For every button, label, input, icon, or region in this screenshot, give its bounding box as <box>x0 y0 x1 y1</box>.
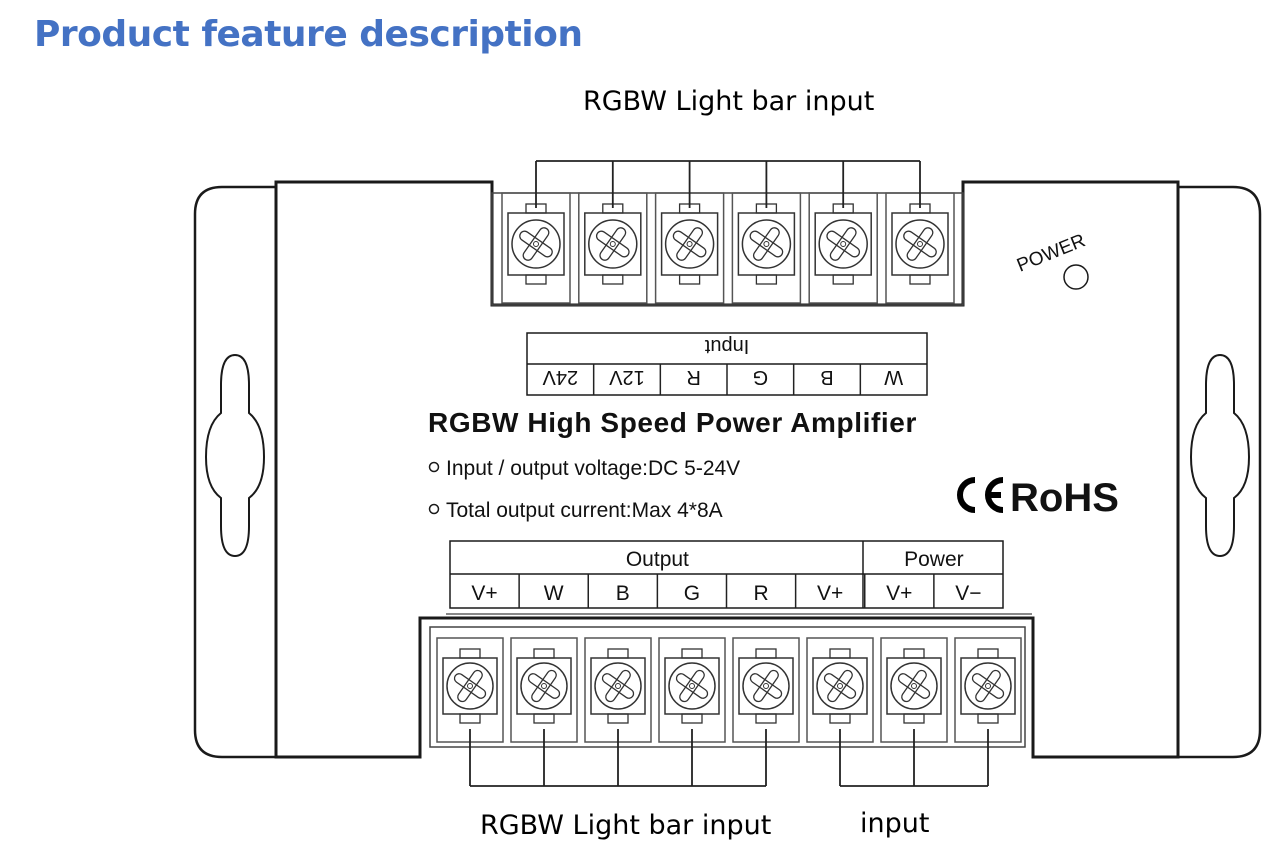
input-column-label: 24V <box>542 366 578 388</box>
top-terminal <box>808 192 878 304</box>
screw-icon <box>520 662 568 710</box>
output-column-label: B <box>616 582 630 605</box>
ce-mark-icon <box>957 477 1004 513</box>
bottom-terminal <box>510 637 578 743</box>
power-led-label: POWER <box>1014 230 1088 276</box>
input-column-label: B <box>820 366 833 388</box>
output-group-label: Output <box>626 548 689 571</box>
bottom-wire-group <box>469 729 767 787</box>
bottom-terminal <box>732 637 800 743</box>
screw-icon <box>741 219 792 269</box>
bullet-icon <box>428 461 440 473</box>
bottom-terminal-row <box>436 637 1022 743</box>
spec-voltage: Input / output voltage:DC 5-24V <box>446 457 740 480</box>
input-column-label: G <box>753 366 769 388</box>
output-column-label: G <box>684 582 700 605</box>
rohs-mark: RoHS <box>1010 476 1119 520</box>
top-terminal <box>885 192 955 304</box>
top-terminal <box>654 192 725 304</box>
top-connector-caption: RGBW Light bar input <box>583 86 875 117</box>
bottom-wire-group <box>839 729 989 787</box>
top-terminal-block <box>491 192 964 306</box>
spec-current: Total output current:Max 4*8A <box>446 499 723 522</box>
bottom-terminal-block <box>429 626 1026 748</box>
output-group-label: Power <box>904 548 964 571</box>
bullet-icon <box>428 503 440 515</box>
output-column-label: V+ <box>471 582 497 605</box>
bottom-terminal <box>436 637 504 743</box>
input-table-header: Input <box>704 335 749 357</box>
bottom-bus-wires <box>469 729 989 787</box>
output-column-label: W <box>544 582 564 605</box>
bottom-terminal <box>658 637 726 743</box>
screw-icon <box>818 219 868 269</box>
screw-icon <box>742 662 790 710</box>
device-name: RGBW High Speed Power Amplifier <box>428 407 917 438</box>
bottom-terminal <box>806 637 874 743</box>
right-mounting-flange <box>1178 185 1262 759</box>
screw-icon <box>816 662 864 710</box>
input-column-label: 12V <box>609 366 645 388</box>
output-column-label: V+ <box>817 582 843 605</box>
page-title: Product feature description <box>34 14 583 55</box>
left-mounting-flange <box>193 185 277 759</box>
left-keyhole-slot <box>204 353 266 558</box>
bottom-rgbw-caption: RGBW Light bar input <box>480 810 772 841</box>
screw-icon <box>664 219 715 269</box>
screw-icon <box>588 219 638 269</box>
top-terminal <box>731 192 802 304</box>
top-bus-wire <box>535 160 921 208</box>
bottom-terminal <box>880 637 948 743</box>
bottom-terminal <box>954 637 1022 743</box>
bottom-terminal <box>584 637 652 743</box>
input-column-label: R <box>686 366 700 388</box>
screw-icon <box>446 662 494 710</box>
screw-icon <box>668 662 716 710</box>
output-label-table: Output Power V+ W B G R V+ V+ V− <box>449 540 1004 609</box>
screw-icon <box>890 662 938 710</box>
input-column-label: W <box>884 366 903 388</box>
bottom-input-caption: input <box>860 808 930 839</box>
right-keyhole-slot <box>1189 353 1251 558</box>
top-terminal <box>578 192 648 304</box>
top-terminal <box>501 192 571 304</box>
output-column-label: V+ <box>886 582 912 605</box>
top-terminal-row <box>501 192 955 304</box>
output-column-label: R <box>753 582 768 605</box>
screw-icon <box>964 662 1012 710</box>
output-column-label: V− <box>955 582 981 605</box>
screw-icon <box>511 219 561 269</box>
power-led-indicator <box>1063 264 1089 290</box>
screw-icon <box>895 219 945 269</box>
input-label-table: Input W B G R 12V 24V <box>526 332 928 396</box>
screw-icon <box>594 662 642 710</box>
